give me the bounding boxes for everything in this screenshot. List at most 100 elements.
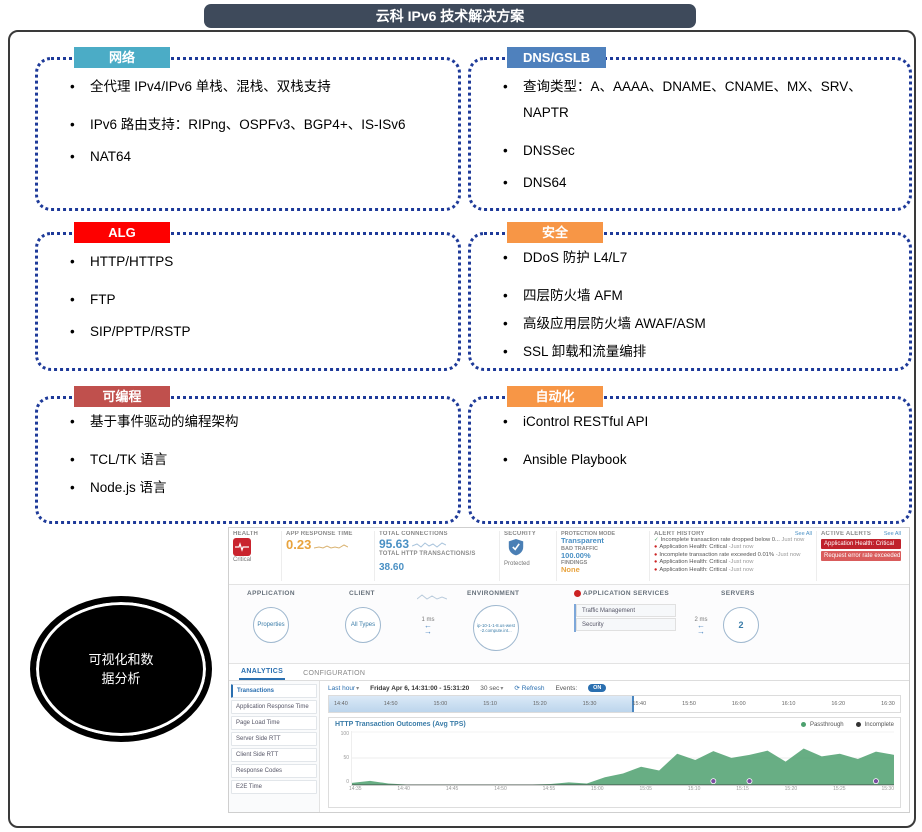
arrow-right-icon: → <box>424 627 432 636</box>
x-tick: 15:15 <box>736 786 749 792</box>
tick-label: 16:00 <box>731 701 746 707</box>
legend-dot-passthrough <box>800 722 806 727</box>
time-selection-range[interactable] <box>329 696 632 712</box>
sidebar-item-client-side-rtt[interactable]: Client Side RTT <box>231 748 317 762</box>
bullet-item: iControl RESTful API <box>501 409 895 435</box>
tick-label: 16:10 <box>781 701 796 707</box>
active-alerts-label: ACTIVE ALERTS <box>821 531 872 537</box>
sidebar-item-server-side-rtt[interactable]: Server Side RTT <box>231 732 317 746</box>
sparkline <box>417 594 447 600</box>
security-label: SECURITY <box>504 531 536 537</box>
total-http-label: TOTAL HTTP TRANSACTIONS/S <box>379 551 476 557</box>
chart-title: HTTP Transaction Outcomes (Avg TPS) <box>335 721 466 728</box>
x-tick: 14:45 <box>445 786 459 792</box>
bullet-item: 基于事件驱动的编程架构 <box>68 409 444 435</box>
events-toggle[interactable]: ON <box>588 684 607 692</box>
sidebar-item-page-load-time[interactable]: Page Load Time <box>231 716 317 730</box>
alert-item: ●Incomplete transaction rate exceeded 0.… <box>654 552 812 559</box>
bullet-list: iControl RESTful API Ansible Playbook <box>471 399 909 473</box>
refresh-button[interactable]: ⟳ Refresh <box>514 685 545 692</box>
alert-text: Incomplete transaction rate exceeded 0.0… <box>659 551 775 558</box>
tick-label: 15:50 <box>682 701 696 707</box>
health-status: Critical <box>233 557 252 563</box>
sparkline <box>412 542 447 548</box>
tick-label: 16:20 <box>831 701 846 707</box>
alert-time: -Just now <box>728 559 754 566</box>
event-marker <box>873 778 879 785</box>
feature-box-programmability: 可编程 基于事件驱动的编程架构 TCL/TK 语言 Node.js 语言 <box>35 386 461 524</box>
bullet-item: DDoS 防护 L4/L7 <box>501 245 895 271</box>
tps-chart-svg <box>351 731 894 786</box>
alert-history-see-all-link[interactable]: See All <box>794 531 812 537</box>
feature-tag-dns-gslb: DNS/GSLB <box>507 47 607 68</box>
y-tick: 50 <box>343 755 349 761</box>
application-node[interactable]: Properties <box>253 607 289 643</box>
bullet-item: Ansible Playbook <box>501 447 895 473</box>
feature-box-dns-gslb: DNS/GSLB 查询类型：A、AAAA、DNAME、CNAME、MX、SRV、… <box>468 47 912 211</box>
arrow-left-icon: ← <box>697 621 705 630</box>
security-status: Protected <box>504 561 530 567</box>
sidebar-item-e2e-time[interactable]: E2E Time <box>231 780 317 794</box>
time-range-dropdown[interactable]: Last hour▾ <box>328 684 360 692</box>
total-connections-value: 95.63 <box>379 537 410 551</box>
bullet-item: SSL 卸载和流量编排 <box>501 339 895 365</box>
tab-configuration[interactable]: CONFIGURATION <box>303 670 366 677</box>
critical-dot-icon: ● <box>654 566 658 573</box>
arrow-left-icon: ← <box>424 621 432 630</box>
bullet-item: Node.js 语言 <box>68 475 444 501</box>
service-item[interactable]: Traffic Management <box>576 604 676 617</box>
tab-analytics[interactable]: ANALYTICS <box>239 668 286 680</box>
shield-icon <box>508 539 524 556</box>
time-selector[interactable]: 14:40 14:50 15:00 15:10 15:20 15:30 15:4… <box>328 695 901 713</box>
tick-label: 14:50 <box>383 701 398 707</box>
findings-label: FINDINGS <box>561 560 588 566</box>
feature-box-alg: ALG HTTP/HTTPS FTP SIP/PPTP/RSTP <box>35 222 461 371</box>
events-label: Events: <box>555 684 578 692</box>
servers-node[interactable]: 2 <box>723 607 759 643</box>
alert-text: Application Health: Critical <box>659 559 727 566</box>
feature-box-network: 网络 全代理 IPv4/IPv6 单栈、混栈、双栈支持 IPv6 路由支持：RI… <box>35 47 461 211</box>
time-selection-handle[interactable] <box>631 696 634 712</box>
sidebar-item-transactions[interactable]: Transactions <box>231 684 317 698</box>
bullet-item: 四层防火墙 AFM <box>501 283 895 309</box>
client-node[interactable]: All Types <box>345 607 381 643</box>
sidebar-item-response-codes[interactable]: Response Codes <box>231 764 317 778</box>
x-tick: 15:00 <box>591 786 604 792</box>
event-marker <box>746 778 753 785</box>
bullet-item: 高级应用层防火墙 AWAF/ASM <box>501 311 895 337</box>
chart-legend: Passthrough Incomplete <box>800 722 894 728</box>
total-http-value: 38.60 <box>379 562 405 573</box>
x-tick: 15:20 <box>784 786 798 792</box>
x-axis-labels: 14:35 14:40 14:45 14:50 14:55 15:00 15:0… <box>335 786 894 792</box>
alert-time: -Just now <box>728 566 754 573</box>
active-alerts-see-all-link[interactable]: See All <box>883 531 901 537</box>
interval-dropdown[interactable]: 30 sec▾ <box>480 684 504 692</box>
bullet-item: FTP <box>68 287 444 313</box>
bullet-list: DDoS 防护 L4/L7 四层防火墙 AFM 高级应用层防火墙 AWAF/AS… <box>471 235 909 365</box>
critical-dot-icon: ● <box>654 544 658 551</box>
server-latency: 2 ms ← → <box>677 617 725 636</box>
f5-icon <box>574 590 581 597</box>
feature-tag-security: 安全 <box>507 222 603 243</box>
viz-ellipse: 可视化和数 据分析 <box>30 596 212 742</box>
service-item[interactable]: Security <box>576 618 676 631</box>
metrics-strip: HEALTH Critical APP RESPONSE TIME 0.23 T… <box>229 528 909 585</box>
timeline-ticks: 14:40 14:50 15:00 15:10 15:20 15:30 15:4… <box>329 696 900 712</box>
metrics-sidebar: Transactions Application Response Time P… <box>229 681 320 812</box>
legend-dot-incomplete <box>855 722 861 727</box>
event-marker <box>710 778 717 785</box>
sidebar-item-application-response-time[interactable]: Application Response Time <box>231 700 317 714</box>
critical-dot-icon: ● <box>654 559 658 566</box>
y-axis-labels: 100 50 0 <box>335 731 351 785</box>
environment-node[interactable]: ip-10-1-1-8.us-west-2.compute.int... <box>473 605 519 651</box>
arrow-right-icon: → <box>697 627 705 636</box>
x-tick: 15:05 <box>639 786 652 792</box>
active-alerts-section: ACTIVE ALERTS See All Application Health… <box>821 531 905 581</box>
bullet-list: HTTP/HTTPS FTP SIP/PPTP/RSTP <box>38 235 458 345</box>
bad-traffic-label: BAD TRAFFIC <box>561 545 598 552</box>
alert-history-label: ALERT HISTORY <box>654 531 705 537</box>
bullet-item: SIP/PPTP/RSTP <box>68 319 444 345</box>
total-connections-section: TOTAL CONNECTIONS 95.63 TOTAL HTTP TRANS… <box>379 531 500 581</box>
client-latency: 1 ms ← → <box>393 617 463 636</box>
alert-item: ●Application Health: Critical -Just now <box>654 567 812 574</box>
